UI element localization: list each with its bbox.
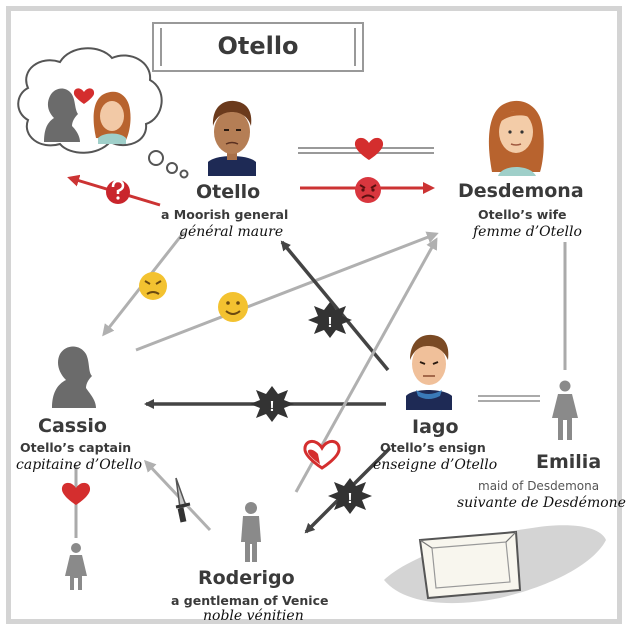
cassio-role-fr: capitaine d’Otello (16, 457, 143, 473)
angry-face-icon (355, 177, 381, 203)
emilia-name: Emilia (536, 451, 602, 473)
iago-emilia-marriage-line (478, 395, 540, 402)
heart-in-bubble-icon (73, 88, 95, 104)
iago-portrait (406, 334, 452, 410)
otello-role-fr: général maure (179, 224, 284, 240)
cassio-lady-figure-icon (65, 543, 87, 590)
silhouette-in-bubble-icon (44, 88, 80, 142)
svg-text:!: ! (328, 314, 333, 331)
question-mark-icon (106, 179, 130, 204)
roderigo-figure-icon (241, 502, 261, 562)
cassio-name: Cassio (38, 415, 107, 437)
cassio-heart-icon (61, 482, 91, 505)
handkerchief-icon (384, 525, 606, 604)
diagram-frame (6, 6, 622, 624)
otello-portrait (208, 100, 256, 176)
desdemona-portrait (488, 100, 544, 176)
desdemona-in-bubble-icon (93, 91, 131, 144)
iago-name: Iago (412, 416, 459, 438)
cassio-silhouette-icon (52, 346, 96, 408)
desdemona-role: Otello’s wife (478, 207, 567, 222)
svg-text:!: ! (270, 398, 275, 415)
roderigo-role-fr: noble vénitien (203, 608, 304, 624)
dagger-icon (175, 477, 191, 523)
smiley-face-icon (218, 292, 248, 322)
desdemona-role-fr: femme d’Otello (473, 224, 582, 240)
annoyed-face-icon (139, 272, 167, 300)
emilia-role-fr: suivante de Desdémone (457, 495, 626, 511)
emilia-role: maid of Desdemona (478, 479, 600, 493)
iago-otello-explosion-icon: ! (308, 302, 352, 338)
diagram-title: Otello (217, 32, 299, 60)
otello-name: Otello (196, 181, 261, 203)
cassio-desdemona-arrow (135, 231, 439, 352)
svg-text:!: ! (348, 490, 353, 507)
thought-dots (148, 150, 189, 179)
iago-roderigo-explosion-icon: ! (328, 478, 372, 514)
broken-heart-icon (303, 440, 341, 470)
roderigo-role: a gentleman of Venice (171, 593, 329, 608)
iago-otello-arrow (280, 240, 390, 372)
love-heart-icon (354, 137, 384, 160)
emilia-figure-icon (552, 380, 578, 440)
title-box: Otello (152, 22, 364, 72)
roderigo-name: Roderigo (198, 567, 295, 589)
cassio-role: Otello’s captain (20, 440, 132, 455)
thought-bubble (17, 47, 163, 154)
desdemona-name: Desdemona (458, 180, 584, 202)
iago-cassio-explosion-icon: ! (250, 386, 294, 422)
iago-role-fr: enseigne d’Otello (373, 457, 498, 473)
otello-role: a Moorish general (161, 207, 289, 222)
iago-role: Otello’s ensign (380, 440, 486, 455)
